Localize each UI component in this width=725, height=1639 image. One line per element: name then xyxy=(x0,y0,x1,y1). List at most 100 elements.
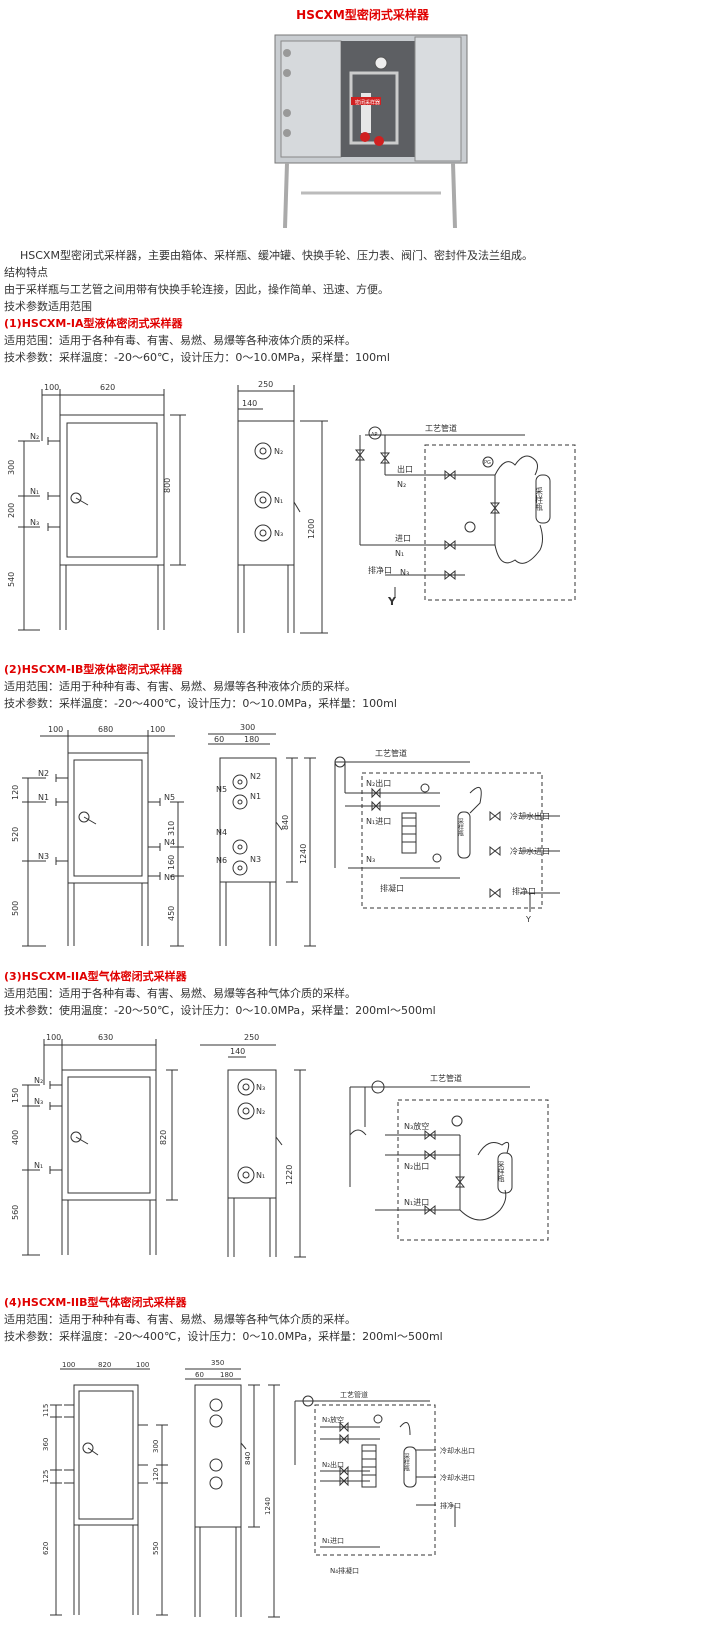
nozzle-label: N₃ xyxy=(30,518,39,527)
dim: 60 xyxy=(195,1371,204,1379)
nozzle-label: N5 xyxy=(216,785,227,794)
dim: 820 xyxy=(98,1361,111,1369)
svg-text:100: 100 xyxy=(44,383,59,392)
schem-label: N₃ xyxy=(400,568,409,577)
schem-label: N₃放空 xyxy=(404,1121,429,1131)
dim: 560 xyxy=(11,1205,20,1220)
dim: 310 xyxy=(167,821,176,836)
schem-label: 采样瓶 xyxy=(457,817,464,837)
dim: 450 xyxy=(167,906,176,921)
schem-label: N₁进口 xyxy=(404,1198,429,1207)
dim: 100 xyxy=(46,1033,61,1042)
schem-label: 工艺管道 xyxy=(375,748,407,758)
dim: 250 xyxy=(244,1033,259,1042)
nozzle-label: N₃ xyxy=(256,1083,265,1092)
dim: 100 xyxy=(48,725,63,734)
schem-label: 冷却水出口 xyxy=(440,1446,475,1455)
schem-label: N₂出口 xyxy=(322,1460,344,1469)
dim: 120 xyxy=(152,1468,160,1481)
schem-label: 排净口 xyxy=(440,1501,461,1510)
dim: 1240 xyxy=(299,844,308,864)
dim: 840 xyxy=(244,1452,252,1465)
section-2-params: 技术参数：采样温度：-20～400℃，设计压力：0～10.0MPa，采样量：10… xyxy=(4,697,397,710)
nozzle-label: N1 xyxy=(250,792,261,801)
nozzle-label: N6 xyxy=(216,856,227,865)
dim: 820 xyxy=(159,1130,168,1145)
dim: 160 xyxy=(167,855,176,870)
product-photo: 密闭采样器 xyxy=(267,33,475,236)
schem-label: N₃放空 xyxy=(322,1415,344,1424)
nozzle-label: N5 xyxy=(164,793,175,802)
schem-label: N₂ xyxy=(397,480,406,489)
schem-label: N₃ xyxy=(366,855,375,864)
dim: 300 xyxy=(152,1440,160,1453)
nozzle-label: N₁ xyxy=(256,1171,265,1180)
dim: 630 xyxy=(98,1033,113,1042)
section-2-scope: 适用范围：适用于种种有毒、有害、易燃、易爆等各种液体介质的采样。 xyxy=(4,680,356,693)
schem-label: N₁ xyxy=(395,549,404,558)
nozzle-label: N2 xyxy=(38,769,49,778)
dim: 360 xyxy=(42,1438,50,1451)
nozzle-label: N2 xyxy=(250,772,261,781)
dim: 250 xyxy=(258,380,273,389)
schem-label: 采样瓶 xyxy=(403,1452,410,1472)
dim: 120 xyxy=(11,785,20,800)
features-text: 由于采样瓶与工艺管之间用带有快换手轮连接，因此，操作简单、迅速、方便。 xyxy=(4,283,389,296)
photo-label: 密闭采样器 xyxy=(355,99,380,106)
dim: 100 xyxy=(150,725,165,734)
section-4-heading: (4)HSCXM-IIB型气体密闭式采样器 xyxy=(4,1296,187,1309)
nozzle-label: N₂ xyxy=(256,1107,265,1116)
dim: 180 xyxy=(220,1371,233,1379)
dim: 520 xyxy=(11,827,20,842)
dim: 115 xyxy=(42,1404,50,1417)
schem-label: 采样瓶 xyxy=(497,1160,505,1183)
nozzle-label: N₁ xyxy=(34,1161,43,1170)
page-title: HSCXM型密闭式采样器 xyxy=(296,8,429,22)
nozzle-label: N1 xyxy=(38,793,49,802)
schem-label: 工艺管道 xyxy=(430,1073,462,1083)
params-heading: 技术参数适用范围 xyxy=(4,300,92,313)
dim: 400 xyxy=(11,1130,20,1145)
section-3-params: 技术参数：使用温度：-20～50℃，设计压力：0～10.0MPa，采样量：200… xyxy=(4,1004,436,1017)
dim: 1220 xyxy=(285,1165,294,1185)
section-4-params: 技术参数：采样温度：-20～400℃，设计压力：0～10.0MPa，采样量：20… xyxy=(4,1330,443,1343)
schem-label: PG xyxy=(484,460,491,466)
schem-label: 工艺管道 xyxy=(340,1390,368,1399)
nozzle-label: N6 xyxy=(164,873,175,882)
nozzle-label: N3 xyxy=(250,855,261,864)
features-heading: 结构特点 xyxy=(4,266,48,279)
schem-label: AP xyxy=(371,432,377,438)
dim: 500 xyxy=(11,901,20,916)
section-3-drawing: 100 630 820 150 400 560 N₂ N₃ N₁ 250 140… xyxy=(11,1033,549,1258)
schem-label: 采样瓶 xyxy=(535,486,544,512)
dim: 100 xyxy=(136,1361,149,1369)
nozzle-label: N₂ xyxy=(274,447,283,456)
schem-label: 排净口 xyxy=(368,565,392,575)
dim: 140 xyxy=(242,399,257,408)
dim: 150 xyxy=(11,1088,20,1103)
dim: 1240 xyxy=(264,1497,272,1515)
dim: 1200 xyxy=(307,519,316,539)
schem-label: 工艺管道 xyxy=(425,423,457,433)
dim: 620 xyxy=(100,383,115,392)
nozzle-label: N4 xyxy=(216,828,227,837)
schem-label: N₂出口 xyxy=(366,778,391,788)
dim: 350 xyxy=(211,1359,224,1367)
nozzle-label: N₂ xyxy=(34,1076,43,1085)
schem-label: 进口 xyxy=(395,534,411,543)
dim: 140 xyxy=(230,1047,245,1056)
dim: 60 xyxy=(214,735,224,744)
dim: 840 xyxy=(281,815,290,830)
nozzle-label: N3 xyxy=(38,852,49,861)
schem-label: 出口 xyxy=(397,464,413,474)
nozzle-label: N₃ xyxy=(274,529,283,538)
dim: 300 xyxy=(7,460,16,475)
dim: 680 xyxy=(98,725,113,734)
dim: 540 xyxy=(7,572,16,587)
schem-label: 排凝口 xyxy=(380,883,404,893)
dim: 200 xyxy=(7,503,16,518)
schem-label: 冷却水出口 xyxy=(510,811,550,821)
schem-label: N₄排凝口 xyxy=(330,1566,359,1575)
nozzle-label: N₁ xyxy=(30,487,39,496)
section-1-params: 技术参数：采样温度：-20～60℃，设计压力：0～10.0MPa，采样量：100… xyxy=(4,351,390,364)
